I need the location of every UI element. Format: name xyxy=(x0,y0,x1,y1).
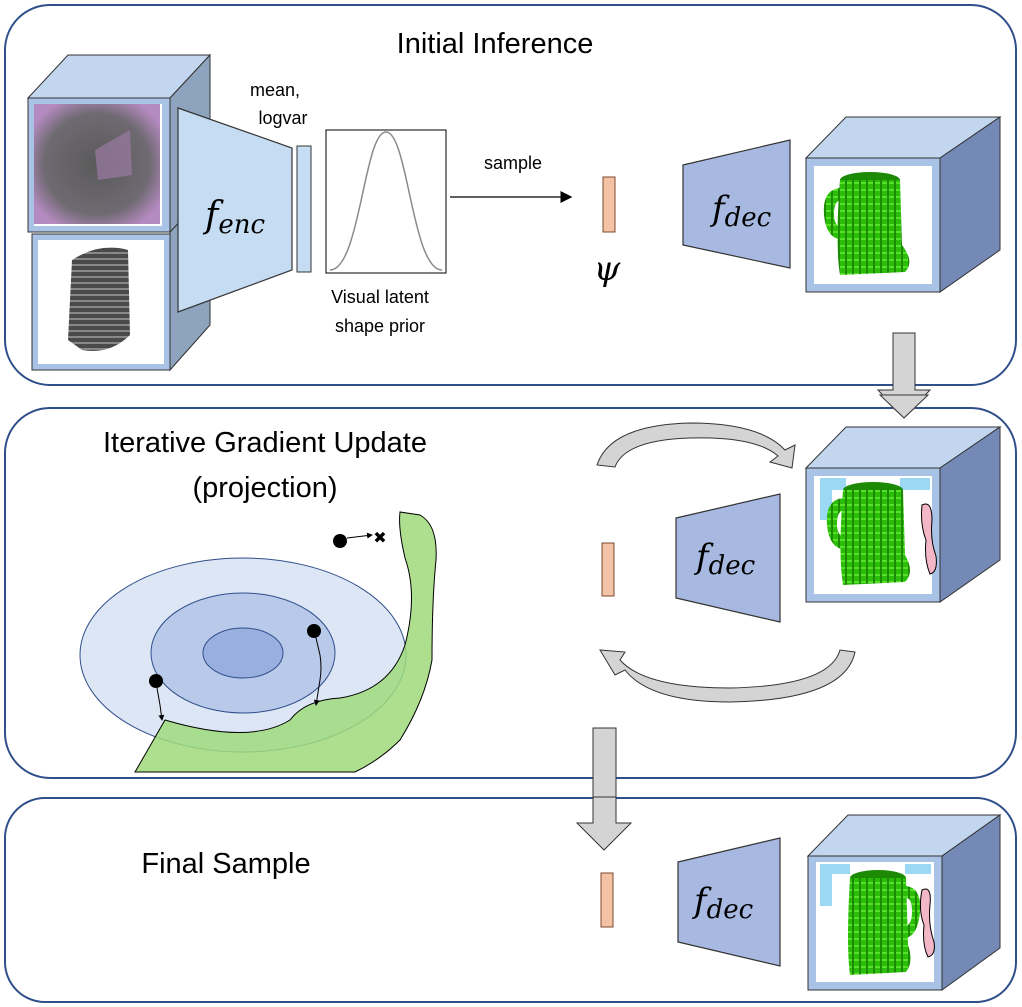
output-cube-2 xyxy=(804,426,1002,603)
panel-initial-inference xyxy=(4,4,1017,386)
voxel-mug-3 xyxy=(848,870,921,975)
decoder-block-2 xyxy=(675,493,781,623)
path-start-top xyxy=(333,534,347,548)
voxel-mug-1 xyxy=(823,172,910,275)
hand-silhouette-3 xyxy=(919,888,935,958)
latent-vector-psi xyxy=(602,176,616,233)
panel-iterative-title-1: Iterative Gradient Update xyxy=(103,427,427,459)
sample-label: sample xyxy=(484,153,542,173)
prior-label-line1: Visual latent xyxy=(331,287,429,307)
prior-plot-frame xyxy=(325,129,447,274)
gradient-paths: ✖ xyxy=(149,530,387,721)
prior-label-line2: shape prior xyxy=(335,316,425,336)
output-cube-1 xyxy=(804,116,1002,293)
psi-label: ψ xyxy=(594,249,621,289)
decoder-block-3 xyxy=(677,837,781,967)
panel-iterative-title-2: (projection) xyxy=(192,472,337,504)
output-cube-3 xyxy=(806,814,1002,991)
logvar-label: logvar xyxy=(258,108,307,128)
path-end-x: ✖ xyxy=(373,530,386,547)
voxel-mug-2 xyxy=(826,482,910,585)
path-start-middle xyxy=(307,624,321,638)
path-start-left xyxy=(149,674,163,688)
encoder-label: fenc xyxy=(202,195,265,240)
cycle-arrow-top xyxy=(596,422,796,469)
mean-label: mean, xyxy=(250,80,300,100)
mean-logvar-vector xyxy=(296,145,312,273)
latent-vector-2 xyxy=(601,542,615,597)
panel-final-title: Final Sample xyxy=(141,848,310,880)
encoder-block xyxy=(177,107,293,313)
latent-vector-3 xyxy=(600,872,614,928)
hand-silhouette-2 xyxy=(921,503,937,575)
input-observation-cube-top xyxy=(26,53,212,234)
gaussian-curve xyxy=(329,131,443,271)
panel-initial-title: Initial Inference xyxy=(397,28,594,60)
decoder-block-1 xyxy=(682,139,791,269)
partial-voxel-mug xyxy=(68,247,130,351)
shape-manifold xyxy=(134,511,437,773)
decoder-label-3: fdec xyxy=(691,881,754,925)
cycle-arrow-bottom xyxy=(599,649,856,703)
